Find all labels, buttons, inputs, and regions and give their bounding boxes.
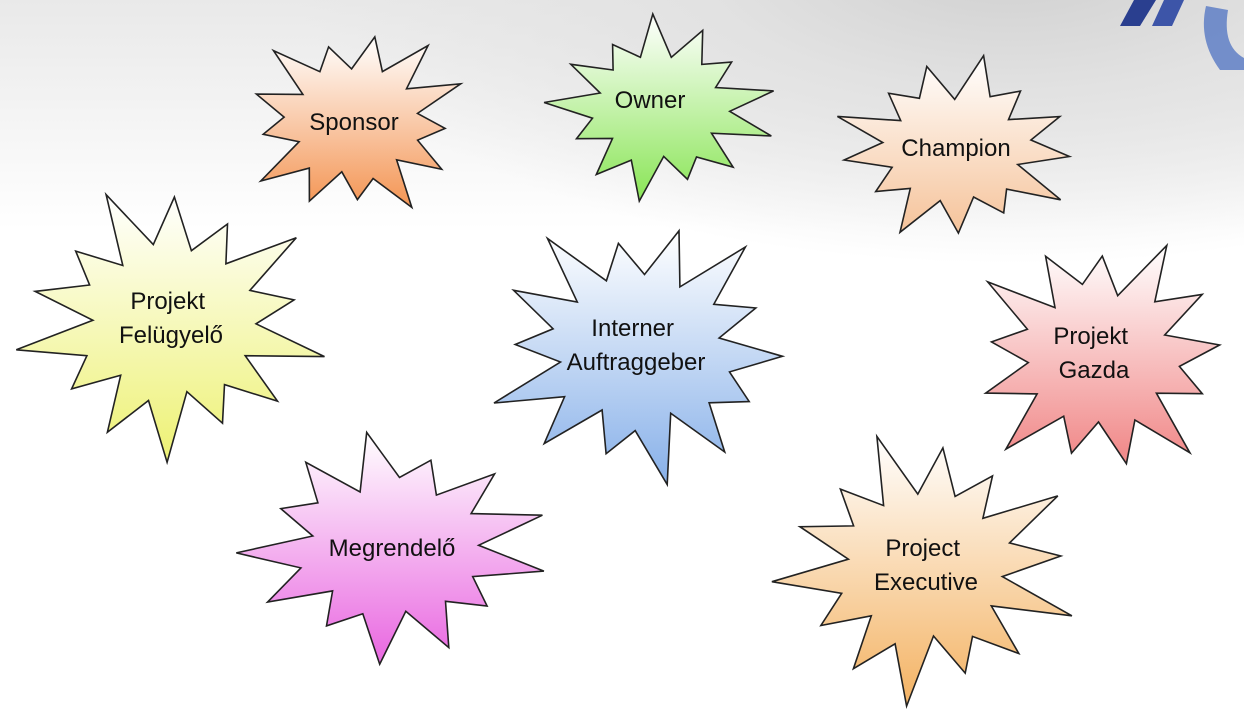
burst-gazda-label-line-1: Projekt xyxy=(1053,323,1128,350)
burst-interner-label-line-2: Auftraggeber xyxy=(567,349,706,376)
burst-gazda: Projekt Gazda xyxy=(983,242,1223,466)
burst-executive: Project Executive xyxy=(771,433,1073,710)
burst-champion-label-line-1: Champion xyxy=(901,135,1010,162)
burst-felugyelo-label-line-2: Felügyelő xyxy=(119,322,223,349)
burst-owner-shape xyxy=(543,11,774,204)
burst-megrendelo-label: Megrendelő xyxy=(329,535,456,562)
burst-executive-label: Project Executive xyxy=(874,535,978,596)
burst-megrendelo-shape xyxy=(236,430,545,667)
burst-gazda-shape xyxy=(983,242,1223,466)
burst-felugyelo-label-line-1: Projekt xyxy=(130,288,205,315)
burst-megrendelo-label-line-1: Megrendelő xyxy=(329,535,456,562)
burst-owner-label-line-1: Owner xyxy=(615,87,686,114)
burst-gazda-label: Projekt Gazda xyxy=(1053,323,1134,384)
burst-sponsor: Sponsor xyxy=(254,34,464,210)
burst-champion: Champion xyxy=(837,53,1073,235)
burst-gazda-label-line-2: Gazda xyxy=(1059,357,1130,384)
logo-stroke-3 xyxy=(1203,6,1244,70)
burst-sponsor-shape xyxy=(254,34,464,210)
burst-interner-shape xyxy=(493,228,786,488)
corner-logo xyxy=(1120,0,1244,70)
burst-felugyelo-label: Projekt Felügyelő xyxy=(119,288,223,349)
burst-sponsor-label: Sponsor xyxy=(309,109,398,136)
burst-interner-label: Interner Auftraggeber xyxy=(567,315,706,376)
burst-owner: Owner xyxy=(543,11,774,204)
burst-executive-shape xyxy=(771,433,1073,710)
burst-megrendelo: Megrendelő xyxy=(236,430,545,667)
burst-executive-label-line-1: Project xyxy=(885,535,960,562)
burst-champion-label: Champion xyxy=(901,135,1010,162)
burst-felugyelo-shape xyxy=(16,191,325,466)
burst-felugyelo: Projekt Felügyelő xyxy=(16,191,325,466)
burst-champion-shape xyxy=(837,53,1073,235)
burst-interner-label-line-1: Interner xyxy=(591,315,674,342)
burst-sponsor-label-line-1: Sponsor xyxy=(309,109,398,136)
logo-stroke-1 xyxy=(1120,0,1156,26)
burst-owner-label: Owner xyxy=(615,87,686,114)
burst-executive-label-line-2: Executive xyxy=(874,569,978,596)
logo-stroke-2 xyxy=(1152,0,1184,26)
burst-interner: Interner Auftraggeber xyxy=(493,228,786,488)
